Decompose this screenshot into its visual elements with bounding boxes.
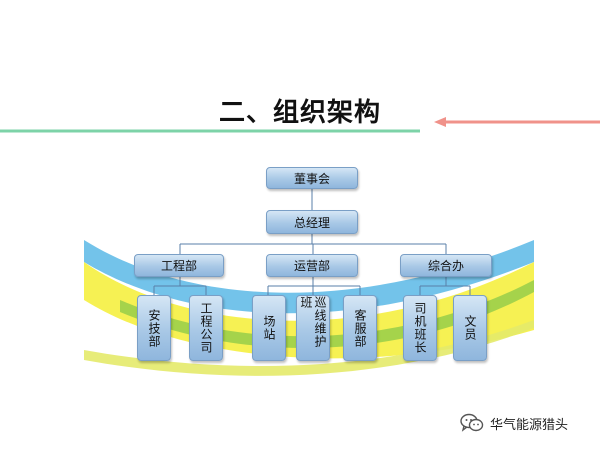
header-arrow-head <box>434 117 446 127</box>
node-customer-service: 客服部 <box>343 295 377 361</box>
connectors <box>153 189 471 295</box>
wechat-icon <box>460 413 484 432</box>
node-general-manager: 总经理 <box>266 210 358 234</box>
node-clerk: 文员 <box>453 295 487 361</box>
page-title: 二、组织架构 <box>218 98 381 128</box>
swoosh-yellow-thin <box>84 320 534 376</box>
node-safety-dept: 安技部 <box>137 295 171 361</box>
node-board: 董事会 <box>266 167 358 189</box>
watermark-text: 华气能源猎头 <box>490 417 569 433</box>
node-general-office: 综合办 <box>400 254 492 277</box>
node-engineering-dept: 工程部 <box>134 254 224 277</box>
swoosh-blue <box>84 240 534 314</box>
node-engineering-company: 工程公司 <box>189 295 223 361</box>
node-driver-lead: 司机班长 <box>403 295 437 361</box>
node-operations-dept: 运营部 <box>266 254 358 277</box>
node-station: 场站 <box>252 295 286 361</box>
node-patrol-team: 巡线维护班 <box>296 295 330 361</box>
watermark: 华气能源猎头 <box>460 412 568 434</box>
